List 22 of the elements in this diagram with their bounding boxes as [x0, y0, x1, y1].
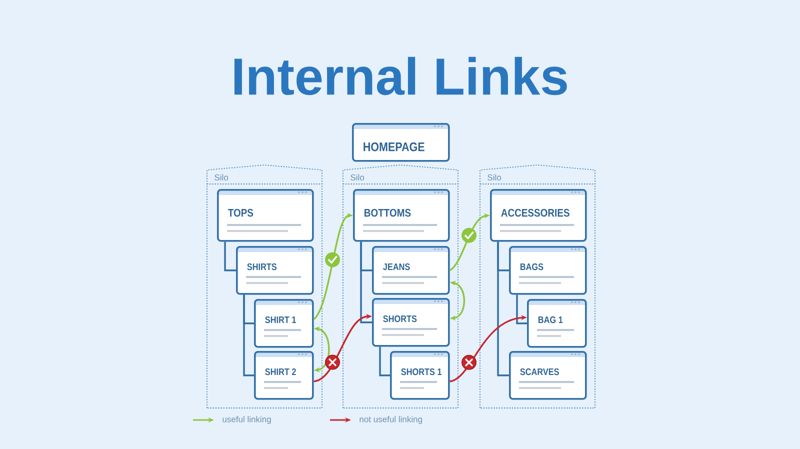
tree-line: [497, 242, 509, 376]
tree-line: [224, 242, 236, 272]
page-box: SHORTS: [372, 298, 450, 347]
title: Internal Links: [234, 56, 567, 96]
page-box: JEANS: [372, 246, 450, 295]
legend-text: not useful linking: [360, 416, 422, 424]
page-box: HOMEPAGE: [352, 123, 450, 162]
tree-line: [379, 346, 390, 376]
page-box: SHIRT 1: [254, 299, 314, 348]
tree-line: [243, 294, 254, 376]
legend-text: useful linking: [222, 416, 271, 424]
page-box: BAGS: [509, 246, 587, 295]
page-box: SHIRT 2: [254, 351, 314, 400]
tree-line: [516, 294, 527, 324]
page-box: BAG 1: [527, 299, 587, 348]
page-box: SHORTS 1: [390, 351, 450, 400]
tree-line: [360, 242, 372, 324]
page-box: ACCESSORIES: [490, 189, 587, 242]
page-box: SCARVES: [509, 351, 587, 400]
page-box: BOTTOMS: [353, 189, 450, 242]
page-box: SHIRTS: [236, 246, 314, 295]
page-box: TOPS: [217, 189, 314, 242]
